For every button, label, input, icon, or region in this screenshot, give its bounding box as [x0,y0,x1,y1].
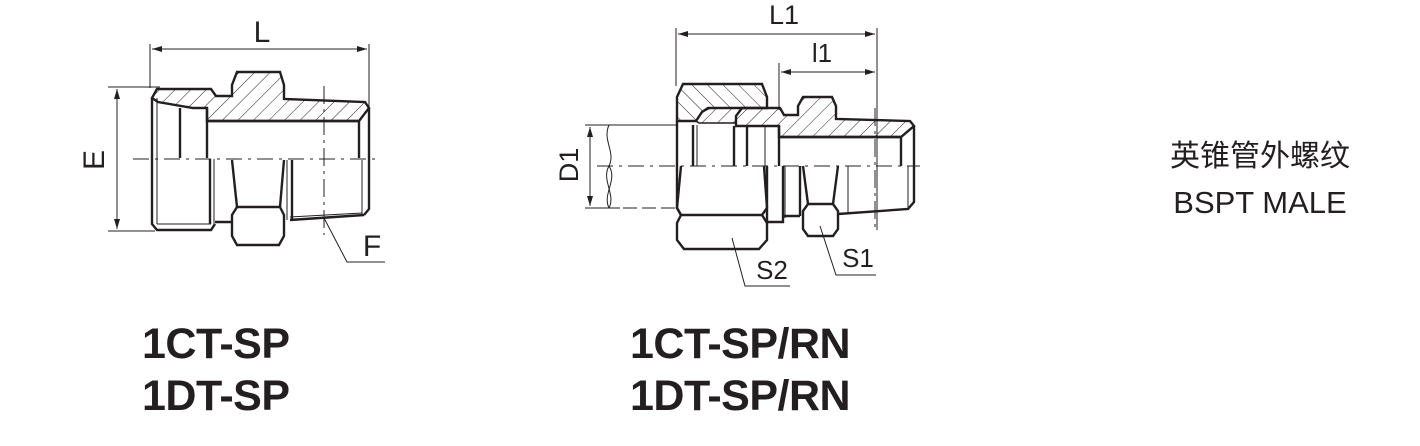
part-number-1dt-sp: 1DT-SP [142,372,290,420]
thread-spec: 英锥管外螺纹 BSPT MALE [1140,134,1380,226]
dim-label-S2: S2 [756,255,788,285]
left-fitting-drawing: L E F [78,16,385,263]
dim-label-L: L [254,16,271,49]
right-fitting-drawing: L1 l1 D1 S2 S1 [554,0,920,287]
dim-label-l1: l1 [812,38,832,68]
dim-label-D1: D1 [554,148,584,183]
part-number-1ct-sp: 1CT-SP [142,320,290,368]
dim-label-E: E [78,150,111,170]
dim-label-L1: L1 [769,0,799,30]
dim-label-F: F [363,230,381,263]
thread-spec-english: BSPT MALE [1173,185,1347,220]
thread-spec-chinese: 英锥管外螺纹 [1170,139,1350,174]
part-number-1ct-sp-rn: 1CT-SP/RN [630,320,851,368]
part-number-1dt-sp-rn: 1DT-SP/RN [630,372,851,420]
dim-label-S1: S1 [842,243,874,273]
